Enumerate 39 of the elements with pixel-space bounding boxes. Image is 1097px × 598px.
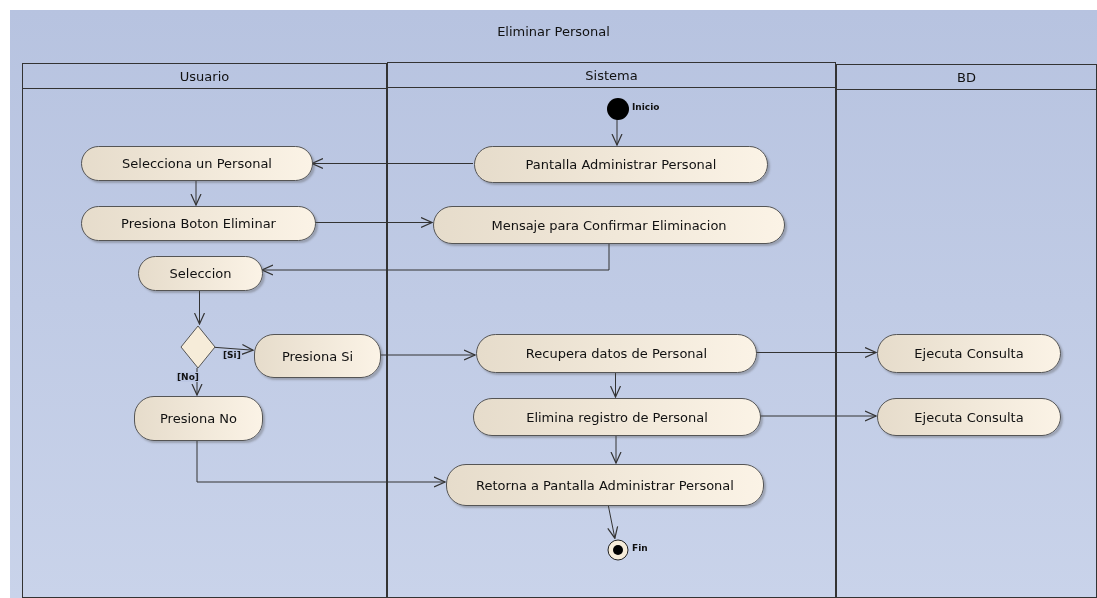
flow-arrow — [193, 289, 206, 325]
flow-arrow — [190, 179, 202, 206]
guard-label: [Si] — [222, 350, 242, 360]
flow-arrow — [191, 367, 203, 396]
guard-label: [No] — [176, 372, 200, 382]
flow-arrow — [196, 439, 446, 488]
swimlane-header: BD — [837, 65, 1096, 90]
flow-arrow — [755, 346, 877, 359]
action-node: Presiona Si — [254, 334, 381, 378]
swimlane — [22, 63, 387, 598]
action-node: Presiona No — [134, 396, 263, 441]
swimlane — [387, 62, 836, 598]
diagram-frame — [10, 10, 1097, 598]
flow-arrow — [213, 343, 254, 355]
frame-label: Eliminar Personal — [496, 24, 611, 39]
action-node: Presiona Boton Eliminar — [81, 206, 316, 241]
action-node: Ejecuta Consulta — [877, 398, 1061, 436]
flow-arrow — [609, 371, 622, 398]
flow-arrow — [611, 118, 623, 146]
flow-arrow — [261, 242, 610, 276]
action-node: Pantalla Administrar Personal — [474, 146, 768, 183]
flow-arrow — [607, 504, 619, 539]
action-node: Recupera datos de Personal — [476, 334, 757, 373]
action-node: Seleccion — [138, 256, 263, 291]
swimlane-header: Usuario — [23, 64, 386, 89]
action-node: Elimina registro de Personal — [473, 398, 761, 436]
action-node: Mensaje para Confirmar Eliminacion — [433, 206, 785, 244]
swimlane-header: Sistema — [388, 63, 835, 88]
flow-arrow — [311, 157, 474, 170]
node-caption: Inicio — [632, 102, 660, 112]
node-caption: Fin — [632, 543, 648, 553]
flow-arrow — [759, 410, 877, 422]
flow-arrow — [379, 349, 476, 361]
action-node: Ejecuta Consulta — [877, 334, 1061, 373]
swimlane — [836, 64, 1097, 598]
action-node: Selecciona un Personal — [81, 146, 313, 181]
flow-arrow — [610, 434, 622, 464]
flow-arrow — [314, 216, 433, 229]
action-node: Retorna a Pantalla Administrar Personal — [446, 464, 764, 506]
